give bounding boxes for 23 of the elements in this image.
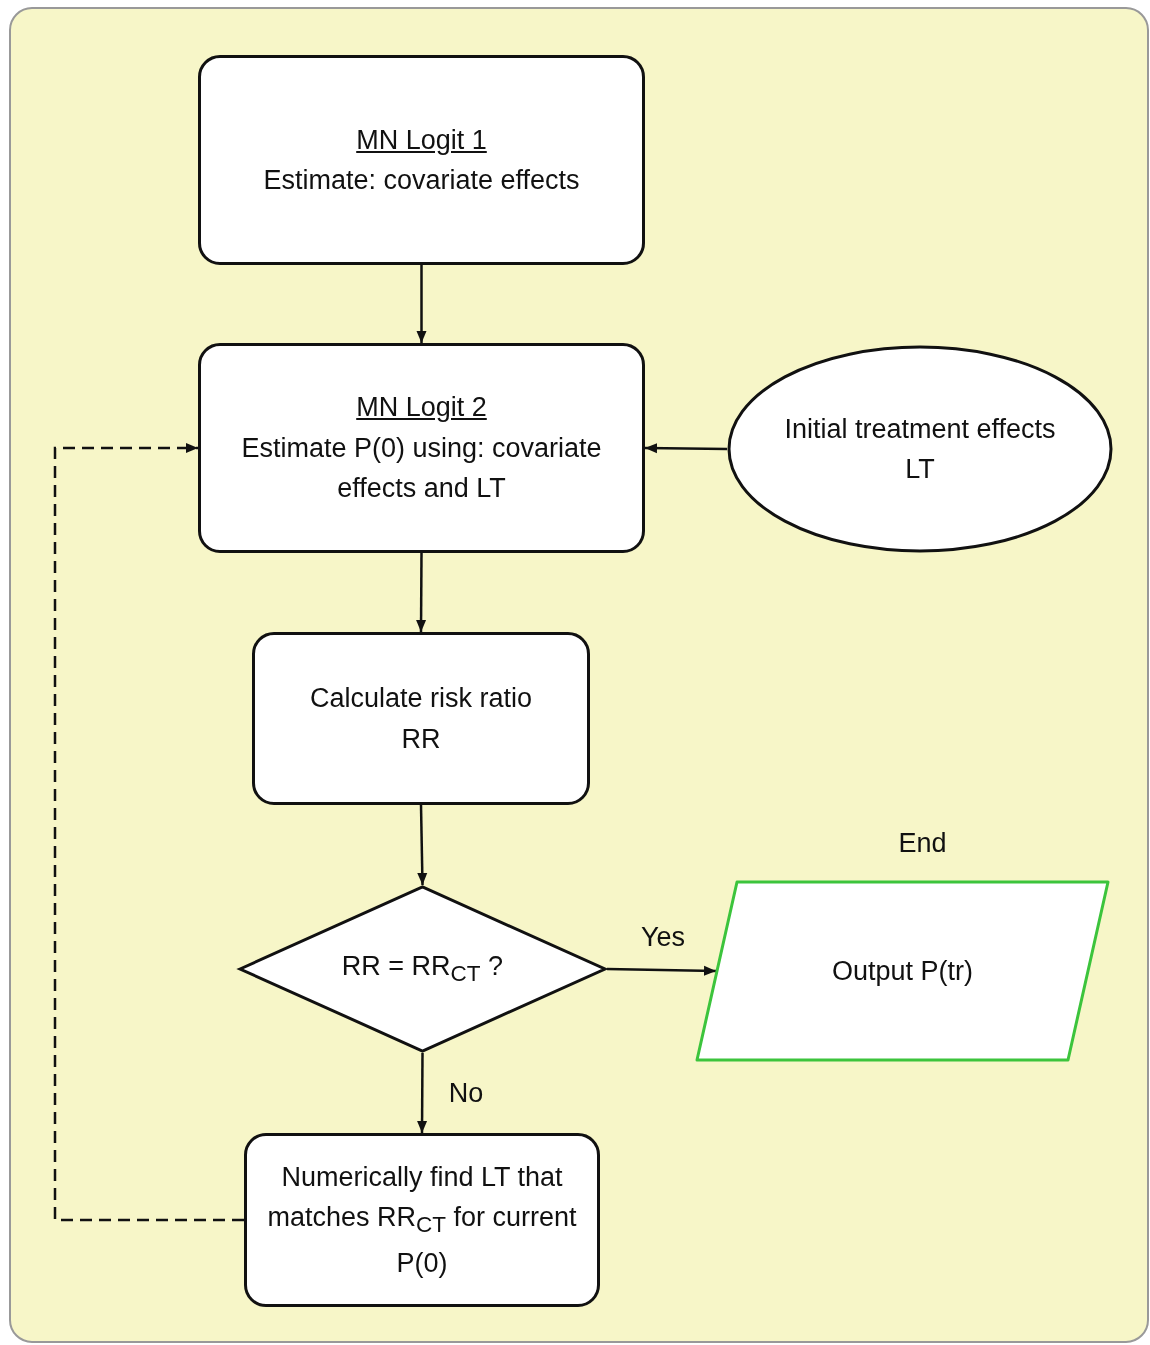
- end-label: End: [897, 828, 948, 859]
- box-text: Initial treatment effects: [784, 412, 1056, 446]
- box-text: RR = RR$_{CT}$ ?: [341, 950, 504, 989]
- process-box: [198, 55, 645, 265]
- box-text: Output P(tr): [831, 954, 973, 988]
- process-box: [198, 343, 645, 553]
- box-text: Estimate: covariate effects: [263, 164, 580, 197]
- arrow: [606, 965, 717, 976]
- box-heading: MN Logit 1: [356, 123, 487, 157]
- arrow: [417, 1053, 428, 1133]
- arrow: [416, 265, 427, 343]
- arrow: [645, 443, 727, 454]
- box-text: Estimate P(0) using: covariate effects and LT: [240, 431, 603, 506]
- box-text: Calculate risk ratio: [309, 682, 533, 715]
- box-text: Numerically find LT that matches RR$_{CT}$ for current P(0): [266, 1160, 578, 1280]
- box-text: LT: [905, 453, 935, 486]
- arrow: [416, 553, 427, 632]
- arrow: [53, 443, 244, 1222]
- box-text: RR: [401, 722, 441, 756]
- box-heading: MN Logit 2: [356, 391, 487, 425]
- process-box: [244, 1133, 600, 1307]
- arrow: [417, 804, 428, 886]
- process-box: [252, 632, 590, 805]
